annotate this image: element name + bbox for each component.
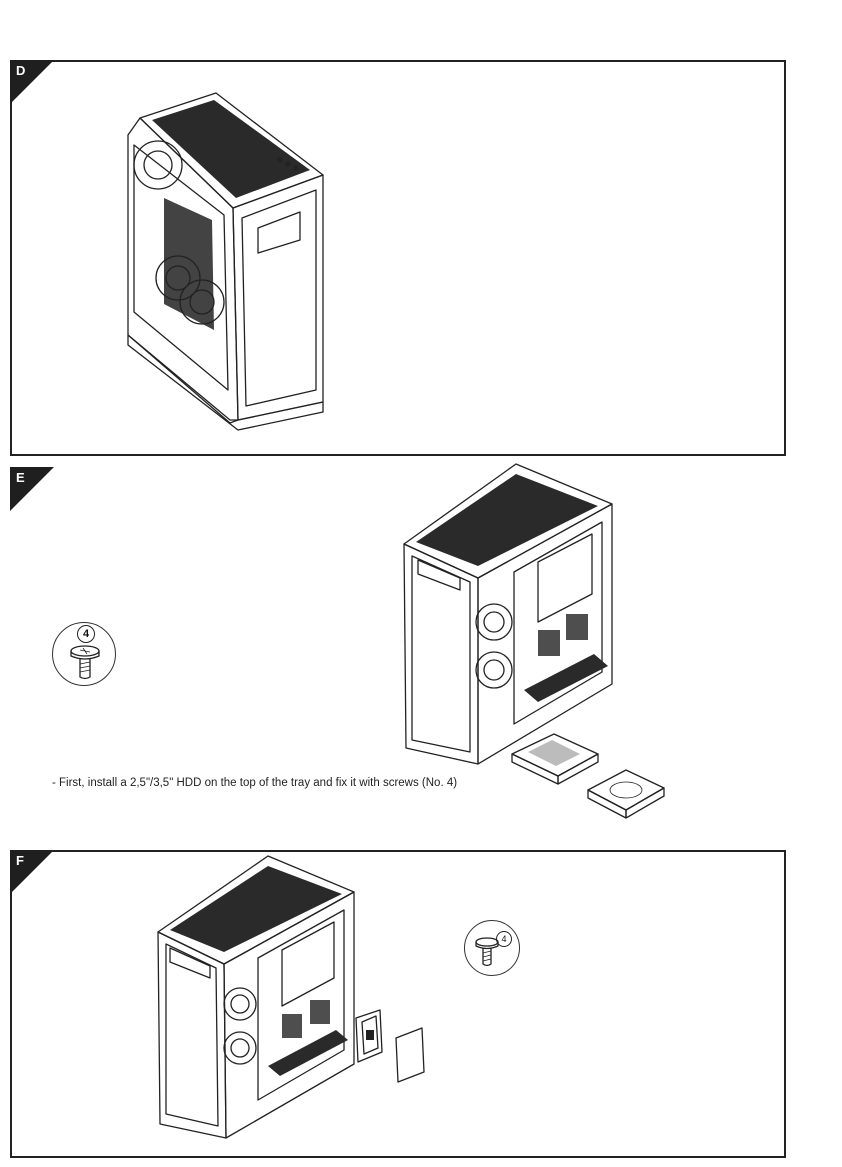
ssd-bracket-illustration — [354, 1010, 426, 1084]
step-e-case-illustration — [398, 462, 620, 772]
step-d-case-illustration — [120, 90, 340, 430]
step-f-case-illustration — [154, 854, 358, 1144]
step-e-screw-callout: 4 — [52, 622, 116, 686]
step-e-screw-number: 4 — [77, 625, 95, 643]
step-e-caption: - First, install a 2,5"/3,5" HDD on the … — [52, 777, 457, 789]
step-f-panel — [10, 850, 786, 1158]
step-e-letter: E — [16, 470, 25, 485]
screw-icon — [67, 643, 103, 683]
step-f-screw-callout: 4 — [464, 920, 520, 976]
step-d-letter: D — [16, 63, 25, 78]
step-f-letter: F — [16, 853, 24, 868]
hdd-tray-illustration — [508, 728, 668, 828]
screw-icon — [473, 935, 503, 969]
